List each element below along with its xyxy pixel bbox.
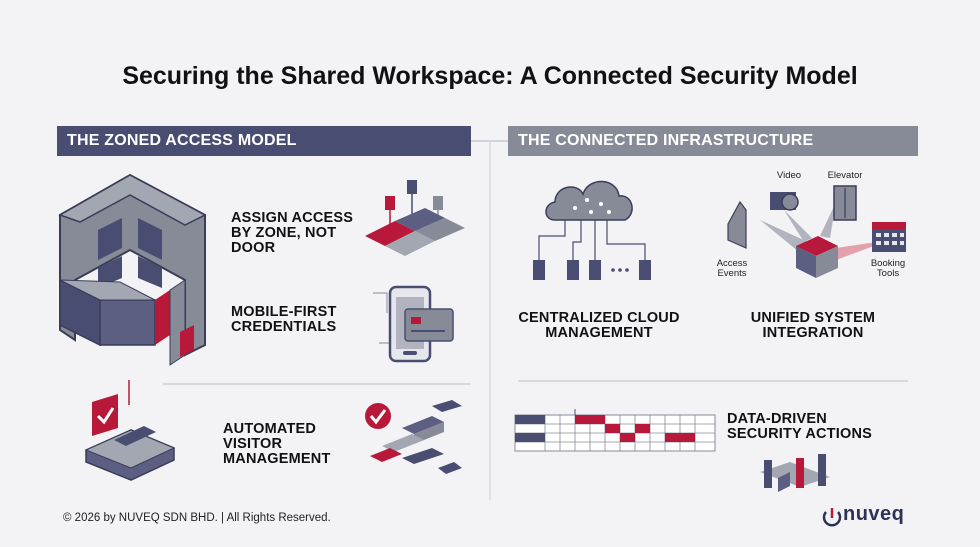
integration-hub-icon: [727, 185, 906, 278]
visitor-path-icon: [365, 400, 462, 474]
booking-tools-label: Booking Tools: [870, 258, 906, 279]
zone-tiles-icon: [365, 180, 465, 256]
access-events-label: Access Events: [716, 258, 748, 279]
cloud-management-label: CENTRALIZED CLOUD MANAGEMENT: [518, 310, 680, 341]
data-driven-label: DATA-DRIVEN SECURITY ACTIONS: [727, 411, 872, 442]
assign-access-label: ASSIGN ACCESS BY ZONE, NOT DOOR: [231, 210, 354, 256]
mobile-credentials-label: MOBILE-FIRST CREDENTIALS: [231, 304, 337, 335]
visitor-management-label: AUTOMATED VISITOR MANAGEMENT: [223, 421, 331, 467]
visitor-desk-icon: [84, 380, 176, 481]
data-grid-icon: [514, 409, 716, 452]
security-door-icon: [760, 454, 830, 492]
system-integration-label: UNIFIED SYSTEM INTEGRATION: [750, 310, 876, 341]
copyright-footer: © 2026 by NUVEQ SDN BHD. | All Rights Re…: [63, 512, 331, 524]
elevator-label: Elevator: [827, 170, 863, 181]
section-header-zoned-access: THE ZONED ACCESS MODEL: [57, 126, 471, 156]
video-label: Video: [776, 170, 802, 181]
zoned-building-icon: [58, 173, 207, 366]
nuveq-logo-icon: [822, 508, 842, 527]
cloud-network-icon: [533, 180, 651, 280]
page-title: Securing the Shared Workspace: A Connect…: [122, 62, 858, 90]
section-header-connected-infrastructure: THE CONNECTED INFRASTRUCTURE: [508, 126, 918, 156]
mobile-credential-icon: [373, 285, 454, 363]
nuveq-logo-text: nuveq: [843, 503, 905, 525]
